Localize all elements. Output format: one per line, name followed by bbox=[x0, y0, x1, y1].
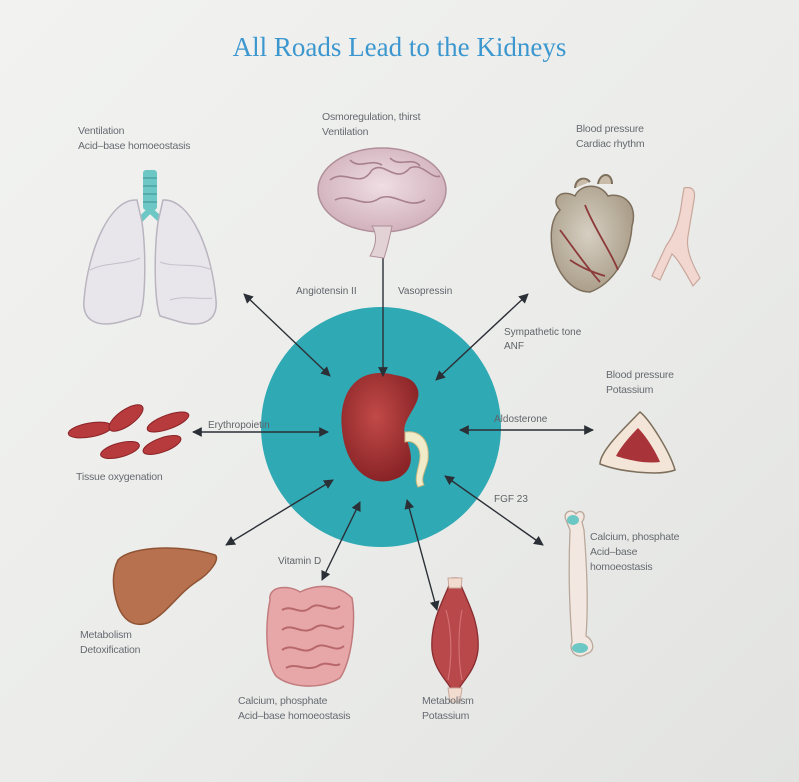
liver-icon bbox=[114, 548, 217, 624]
intestine-icon bbox=[267, 586, 354, 686]
adrenal-label: Blood pressure Potassium bbox=[606, 368, 674, 398]
hormone-sympathetic: Sympathetic tone ANF bbox=[504, 326, 581, 354]
bone-label-line: Calcium, phosphate bbox=[590, 530, 679, 545]
adrenal-label-line: Potassium bbox=[606, 383, 674, 398]
brain-label-line: Osmoregulation, thirst bbox=[322, 110, 420, 125]
muscle-label-line: Potassium bbox=[422, 709, 474, 724]
heart-label: Blood pressure Cardiac rhythm bbox=[576, 122, 644, 152]
hormone-angiotensin: Angiotensin II bbox=[296, 286, 357, 297]
lungs-label: Ventilation Acid–base homoeostasis bbox=[78, 124, 190, 154]
brain-label: Osmoregulation, thirst Ventilation bbox=[322, 110, 420, 140]
hormone-vasopressin: Vasopressin bbox=[398, 286, 452, 297]
muscle-label: Metabolism Potassium bbox=[422, 694, 474, 724]
red-blood-cells-icon bbox=[67, 400, 191, 462]
hormone-sympathetic-line: ANF bbox=[504, 340, 581, 354]
heart-icon bbox=[551, 175, 633, 292]
hormone-aldosterone: Aldosterone bbox=[494, 414, 547, 425]
heart-label-line: Cardiac rhythm bbox=[576, 137, 644, 152]
hormone-sympathetic-line: Sympathetic tone bbox=[504, 326, 581, 340]
bone-label-line: homoeostasis bbox=[590, 560, 679, 575]
heart-label-line: Blood pressure bbox=[576, 122, 644, 137]
muscle-icon bbox=[432, 578, 478, 702]
adrenal-label-line: Blood pressure bbox=[606, 368, 674, 383]
intestine-label-line: Calcium, phosphate bbox=[238, 694, 350, 709]
lungs-label-line: Acid–base homoeostasis bbox=[78, 139, 190, 154]
muscle-label-line: Metabolism bbox=[422, 694, 474, 709]
intestine-label-line: Acid–base homoeostasis bbox=[238, 709, 350, 724]
brain-icon bbox=[318, 148, 446, 258]
rbc-label: Tissue oxygenation bbox=[76, 470, 162, 485]
liver-label-line: Metabolism bbox=[80, 628, 140, 643]
bone-icon bbox=[565, 511, 593, 656]
hormone-erythropoietin: Erythropoietin bbox=[208, 420, 270, 431]
rbc-label-line: Tissue oxygenation bbox=[76, 470, 162, 485]
brain-label-line: Ventilation bbox=[322, 125, 420, 140]
lungs-label-line: Ventilation bbox=[78, 124, 190, 139]
adrenal-gland-icon bbox=[600, 412, 675, 473]
hormone-fgf23: FGF 23 bbox=[494, 494, 528, 505]
hormone-vitamin-d: Vitamin D bbox=[278, 556, 321, 567]
blood-vessel-icon bbox=[652, 188, 700, 287]
intestine-label: Calcium, phosphate Acid–base homoeostasi… bbox=[238, 694, 350, 724]
bone-label: Calcium, phosphate Acid–base homoeostasi… bbox=[590, 530, 679, 575]
bone-label-line: Acid–base bbox=[590, 545, 679, 560]
liver-label-line: Detoxification bbox=[80, 643, 140, 658]
lungs-icon bbox=[84, 170, 216, 324]
liver-label: Metabolism Detoxification bbox=[80, 628, 140, 658]
